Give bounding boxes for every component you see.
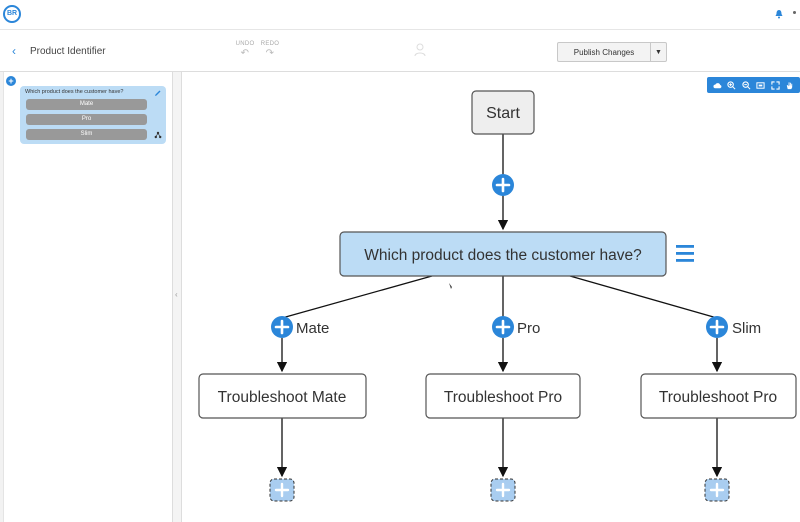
zoom-out-icon[interactable] [742,80,751,90]
branch-mate[interactable]: Mate [271,316,329,338]
cursor-icon [449,283,452,289]
hand-icon[interactable] [785,81,794,90]
add-after-mate-button[interactable] [269,478,295,502]
outline-option-mate[interactable]: Mate [26,99,147,110]
troubleshoot-pro-node[interactable]: Troubleshoot Pro [425,373,581,419]
editor-toolbar: ‹ Product Identifier UNDO ↶ REDO ↷ Publi… [0,30,800,72]
left-edge [0,72,4,522]
redo-icon: ↷ [265,48,275,59]
add-node-icon[interactable]: + [6,76,16,86]
outline-panel: Which product does the customer have? Ma… [4,72,172,522]
branch-pro[interactable]: Pro [492,316,540,338]
outline-option-pro[interactable]: Pro [26,114,147,125]
chevron-down-icon: ▼ [655,48,662,56]
undo-icon: ↶ [240,48,250,59]
start-node-label: Start [486,105,520,122]
outline-question-card[interactable]: Which product does the customer have? Ma… [20,86,166,144]
branch-label-slim: Slim [732,320,761,337]
publish-dropdown-button[interactable]: ▼ [650,42,667,62]
redo-label: REDO [260,41,280,47]
publish-changes-button[interactable]: Publish Changes [557,42,651,62]
troubleshoot-mate-label: Troubleshoot Mate [218,389,347,406]
flow-canvas[interactable] [182,72,800,522]
canvas-zoom-toolbar [707,77,800,93]
troubleshoot-pro-label: Troubleshoot Pro [444,389,562,406]
user-icon [414,43,426,57]
hamburger-menu-icon[interactable] [676,245,694,262]
question-node-label: Which product does the customer have? [364,247,642,264]
troubleshoot-mate-node[interactable]: Troubleshoot Mate [198,373,367,419]
branch-label-pro: Pro [517,320,540,337]
cloud-icon[interactable] [713,81,722,90]
fit-icon[interactable] [756,81,765,90]
outline-option-slim[interactable]: Slim [26,129,147,140]
edge-question-mate [281,275,433,319]
collapse-chevron-icon[interactable]: ‹ [175,290,178,299]
app-bar: BR [0,0,800,30]
add-step-button[interactable] [492,174,514,196]
question-node[interactable]: Which product does the customer have? [339,231,667,277]
undo-button[interactable]: UNDO ↶ [233,41,257,59]
outline-question-text: Which product does the customer have? [25,89,124,95]
branch-label-mate: Mate [296,320,329,337]
app-logo[interactable]: BR [3,5,21,23]
more-icon[interactable] [793,11,796,14]
page-title: Product Identifier [30,46,106,57]
zoom-in-icon[interactable] [727,80,736,90]
add-after-slim-button[interactable] [704,478,730,502]
troubleshoot-slim-node[interactable]: Troubleshoot Pro [640,373,797,419]
pencil-icon[interactable] [154,89,162,97]
back-icon[interactable]: ‹ [12,44,16,58]
edge-question-slim [569,275,718,319]
branch-slim[interactable]: Slim [706,316,761,338]
panel-splitter[interactable]: ‹ [172,72,182,522]
add-after-pro-button[interactable] [490,478,516,502]
undo-label: UNDO [235,41,255,47]
branch-icon[interactable] [154,131,162,139]
troubleshoot-slim-label: Troubleshoot Pro [659,389,777,406]
redo-button[interactable]: REDO ↷ [258,41,282,59]
start-node[interactable]: Start [471,90,535,135]
bell-icon[interactable] [774,9,784,19]
expand-icon[interactable] [771,80,780,90]
